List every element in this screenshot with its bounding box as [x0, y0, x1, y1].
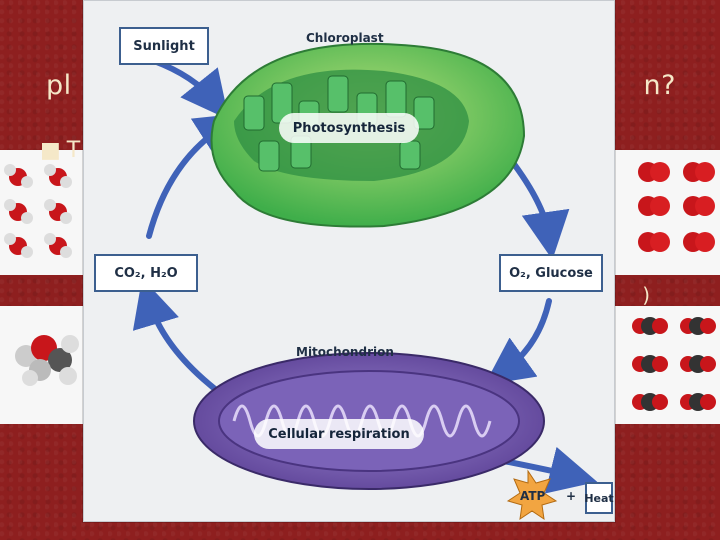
to-co2-water-arrow [132, 278, 227, 399]
mitochondrion-label: Mitochondrion [296, 345, 394, 359]
to-atp-heat-arrow [501, 446, 598, 494]
bullet-marker-icon: ■ [40, 138, 61, 163]
sunlight-label: Sunlight [119, 27, 209, 65]
glucose-co2-molecules [15, 317, 716, 411]
water-molecules-icon [4, 164, 72, 258]
co2-h2o-label: CO₂, H₂O [94, 254, 198, 292]
slide-title-right: n? [643, 70, 676, 101]
slide-title-left: pl [46, 70, 72, 101]
slide-title: pl n? [46, 70, 676, 101]
oxygen-molecules-icon [638, 162, 715, 252]
chloroplast-label: Chloroplast [306, 31, 384, 45]
atp-star-icon [506, 469, 558, 521]
heat-label: Heat [584, 482, 614, 514]
o2-glucose-label: O₂, Glucose [499, 254, 603, 292]
photosynthesis-label: Photosynthesis [279, 113, 419, 143]
bullet-fragment: ■T [34, 138, 80, 163]
sunlight-arrow [151, 58, 229, 120]
gap-text-fragment: ) [642, 283, 650, 307]
cellular-respiration-label: Cellular respiration [254, 419, 424, 449]
water-oxygen-molecules [4, 162, 715, 258]
glucose-molecule-icon [15, 335, 79, 386]
plus-sign: + [566, 489, 577, 503]
to-mitochondrion-arrow [484, 298, 552, 385]
bullet-text: T [66, 138, 81, 163]
atp-label: ATP [520, 489, 546, 503]
energy-cycle-diagram: Sunlight Chloroplast Photosynthesis CO₂,… [83, 0, 615, 522]
carbon-dioxide-molecules-icon [632, 317, 716, 411]
